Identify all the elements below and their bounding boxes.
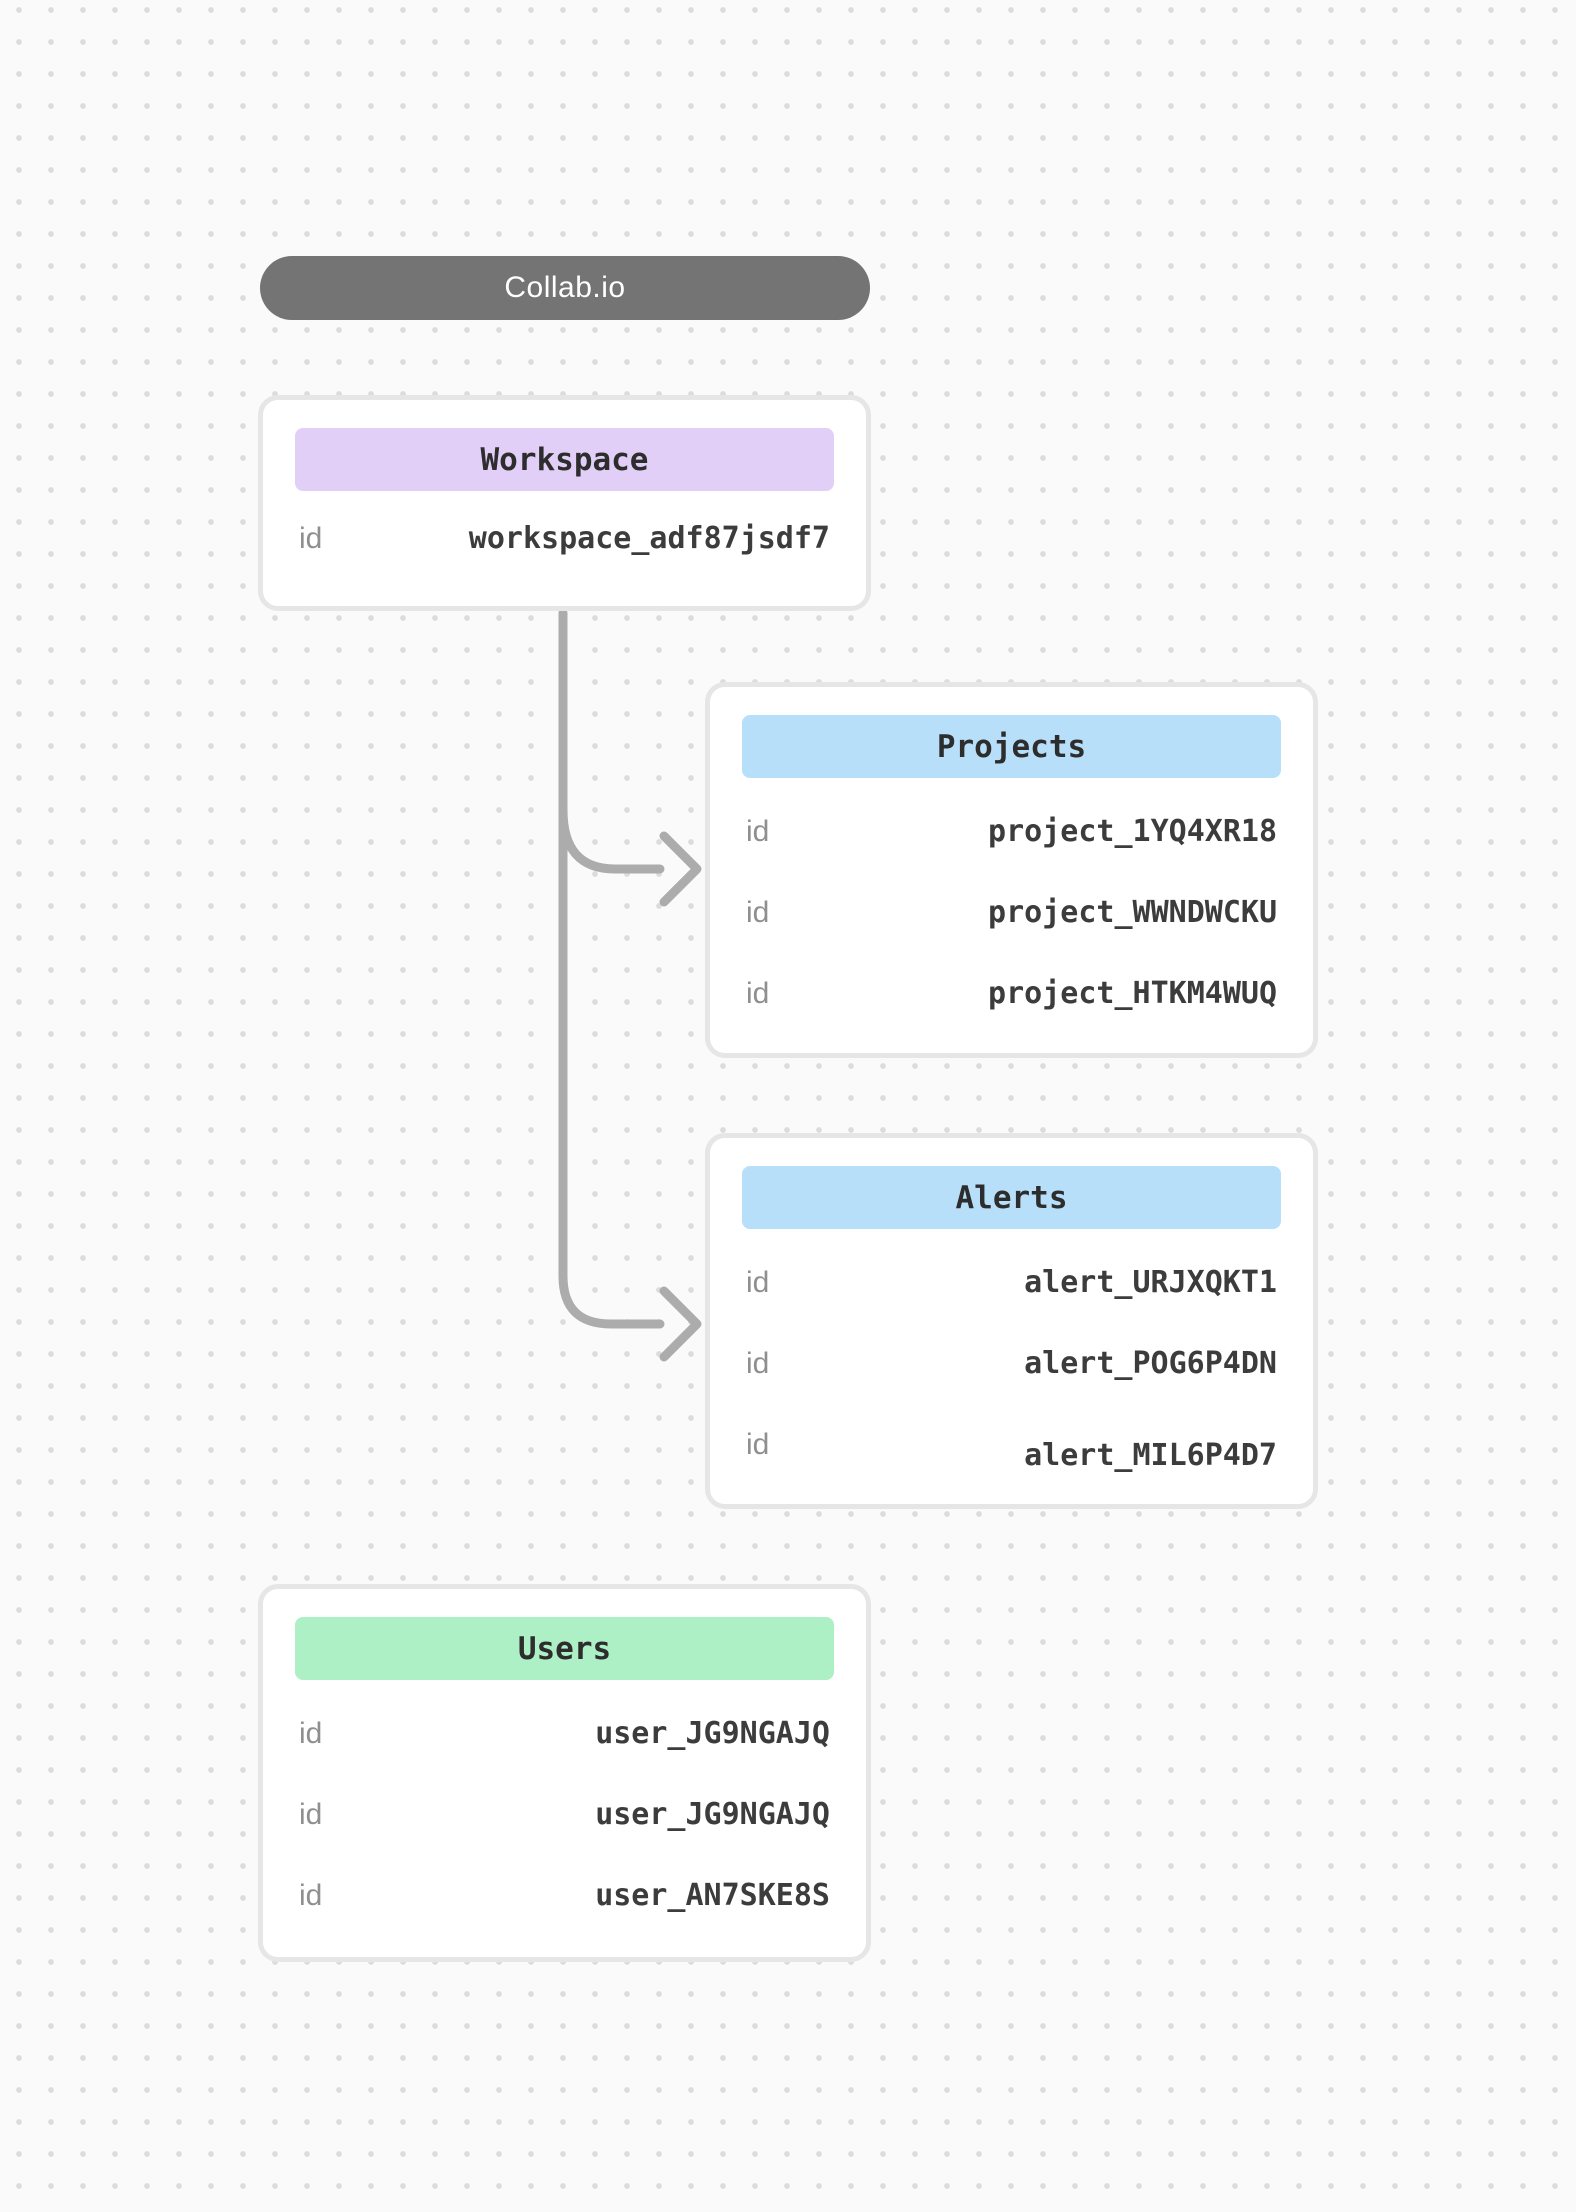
node-workspace[interactable]: Workspace id workspace_adf87jsdf7 [258, 395, 871, 611]
connector-workspace-alerts [558, 608, 665, 1329]
field-value: user_AN7SKE8S [595, 1878, 830, 1913]
user-row-id: id user_AN7SKE8S [299, 1878, 830, 1914]
alert-row-id: id alert_POG6P4DN [746, 1346, 1277, 1382]
field-label: id [299, 1879, 323, 1912]
node-workspace-header: Workspace [295, 428, 834, 491]
root-node-label: Collab.io [504, 271, 626, 304]
node-projects-title: Projects [936, 728, 1087, 765]
field-value: project_1YQ4XR18 [988, 814, 1277, 849]
field-value: alert_MIL6P4D7 [1024, 1438, 1277, 1473]
field-label: id [746, 896, 770, 929]
field-label: id [746, 977, 770, 1010]
project-row-id: id project_HTKM4WUQ [746, 976, 1277, 1012]
user-row-id: id user_JG9NGAJQ [299, 1716, 830, 1752]
node-alerts-title: Alerts [955, 1179, 1068, 1216]
node-projects-header: Projects [742, 715, 1281, 778]
node-users-header: Users [295, 1617, 834, 1680]
field-value: user_JG9NGAJQ [595, 1716, 830, 1751]
node-alerts[interactable]: Alerts id alert_URJXQKT1 id alert_POG6P4… [705, 1133, 1318, 1509]
connector-workspace-projects [558, 805, 665, 874]
field-label: id [299, 1798, 323, 1831]
alert-row-id: id alert_URJXQKT1 [746, 1265, 1277, 1301]
field-value: alert_URJXQKT1 [1024, 1265, 1277, 1300]
field-label: id [299, 1717, 323, 1750]
arrowhead-alerts-icon [659, 1286, 702, 1362]
field-value: workspace_adf87jsdf7 [468, 521, 830, 556]
field-label: id [299, 522, 323, 555]
project-row-id: id project_WWNDWCKU [746, 895, 1277, 931]
field-label: id [746, 1266, 770, 1299]
node-alerts-header: Alerts [742, 1166, 1281, 1229]
field-label: id [746, 1347, 770, 1380]
node-users[interactable]: Users id user_JG9NGAJQ id user_JG9NGAJQ … [258, 1584, 871, 1962]
field-value: project_HTKM4WUQ [988, 976, 1277, 1011]
field-value: user_JG9NGAJQ [595, 1797, 830, 1832]
field-value: project_WWNDWCKU [988, 895, 1277, 930]
field-label: id [746, 815, 770, 848]
field-value: alert_POG6P4DN [1024, 1346, 1277, 1381]
arrowhead-projects-icon [659, 831, 702, 907]
field-label: id [746, 1428, 770, 1461]
node-users-title: Users [517, 1630, 612, 1667]
node-projects[interactable]: Projects id project_1YQ4XR18 id project_… [705, 682, 1318, 1058]
node-workspace-title: Workspace [480, 441, 649, 478]
user-row-id: id user_JG9NGAJQ [299, 1797, 830, 1833]
workspace-row-id: id workspace_adf87jsdf7 [299, 521, 830, 557]
alert-row-id: id alert_MIL6P4D7 [746, 1427, 1277, 1473]
root-node-collab-io[interactable]: Collab.io [260, 256, 870, 320]
project-row-id: id project_1YQ4XR18 [746, 814, 1277, 850]
